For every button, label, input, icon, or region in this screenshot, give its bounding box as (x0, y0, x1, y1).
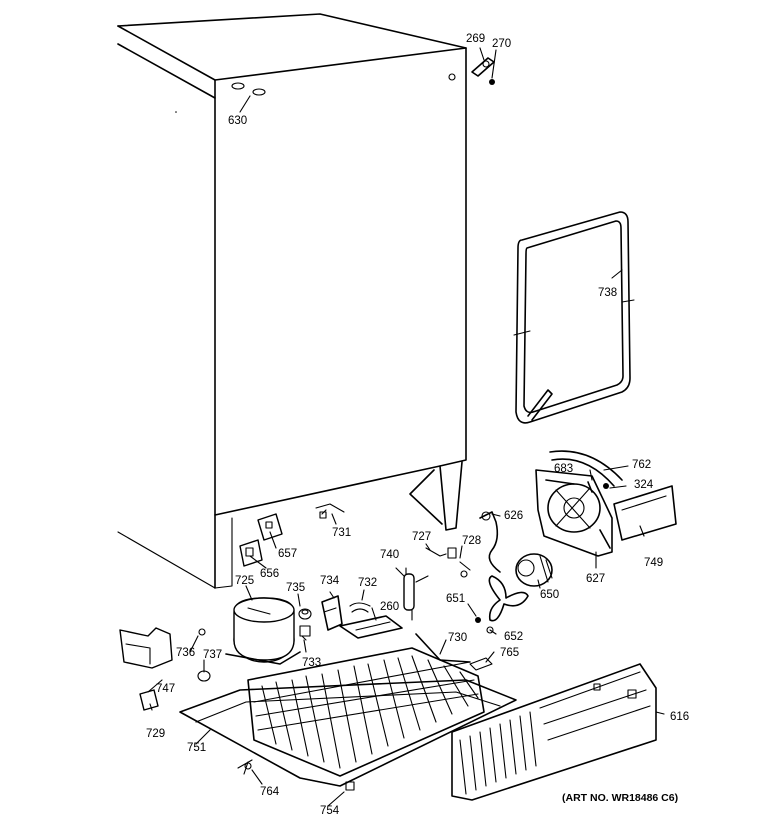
label-728: 728 (462, 535, 481, 547)
label-651: 651 (446, 593, 465, 605)
leader-lines (147, 47, 665, 807)
label-627: 627 (586, 573, 605, 585)
label-650: 650 (540, 589, 559, 601)
label-765: 765 (500, 647, 519, 659)
door-gasket-738 (513, 211, 635, 424)
fan-motor-650 (515, 553, 553, 587)
fan-blade-651 (475, 575, 529, 634)
label-652: 652 (504, 631, 523, 643)
label-734: 734 (320, 575, 340, 587)
label-751: 751 (187, 742, 206, 754)
label-270: 270 (492, 38, 511, 50)
label-737: 737 (203, 649, 222, 661)
callout-labels: 269 270 630 738 762 683 324 626 749 627 … (146, 33, 689, 817)
bracket-747 (119, 627, 173, 669)
relay-734 (321, 595, 343, 631)
part-736 (198, 628, 206, 636)
label-683: 683 (554, 463, 573, 475)
label-738: 738 (598, 287, 617, 299)
compressor-725 (225, 597, 301, 665)
label-730: 730 (448, 632, 467, 644)
condenser-coil-730 (247, 633, 485, 777)
part-754 (345, 781, 355, 791)
label-324: 324 (634, 479, 654, 491)
label-657: 657 (278, 548, 297, 560)
label-260: 260 (380, 601, 399, 613)
label-725: 725 (235, 575, 254, 587)
label-749: 749 (644, 557, 663, 569)
part-765 (469, 657, 493, 671)
label-729: 729 (146, 728, 165, 740)
drier-740 (403, 567, 429, 621)
cover-749 (613, 485, 677, 541)
label-727: 727 (412, 531, 431, 543)
clip-732 (349, 602, 371, 613)
fan-bracket-627 (535, 469, 613, 557)
tube-762 (549, 450, 623, 487)
label-731: 731 (332, 527, 351, 539)
screw-764 (237, 759, 253, 775)
hinge-269-270 (471, 57, 495, 85)
screw-683-324 (587, 481, 609, 493)
label-740: 740 (380, 549, 399, 561)
rear-grille-616 (451, 663, 657, 801)
part-260 (339, 615, 403, 639)
label-733: 733 (302, 657, 321, 669)
label-747: 747 (156, 683, 175, 695)
label-626: 626 (504, 510, 523, 522)
label-630: 630 (228, 115, 247, 127)
label-754: 754 (320, 805, 340, 817)
cabinet (117, 13, 467, 589)
label-736: 736 (176, 647, 195, 659)
label-656: 656 (260, 568, 279, 580)
part-657 (257, 513, 283, 541)
label-764: 764 (260, 786, 280, 798)
part-733 (299, 625, 311, 641)
part-731 (315, 503, 345, 519)
harness-626 (479, 511, 501, 573)
label-762: 762 (632, 459, 651, 471)
part-735 (298, 608, 312, 620)
art-number: (ART NO. WR18486 C6) (562, 792, 678, 804)
label-735: 735 (286, 582, 305, 594)
label-269: 269 (466, 33, 485, 45)
label-616: 616 (670, 711, 689, 723)
part-727-728 (425, 547, 471, 578)
label-732: 732 (358, 577, 377, 589)
